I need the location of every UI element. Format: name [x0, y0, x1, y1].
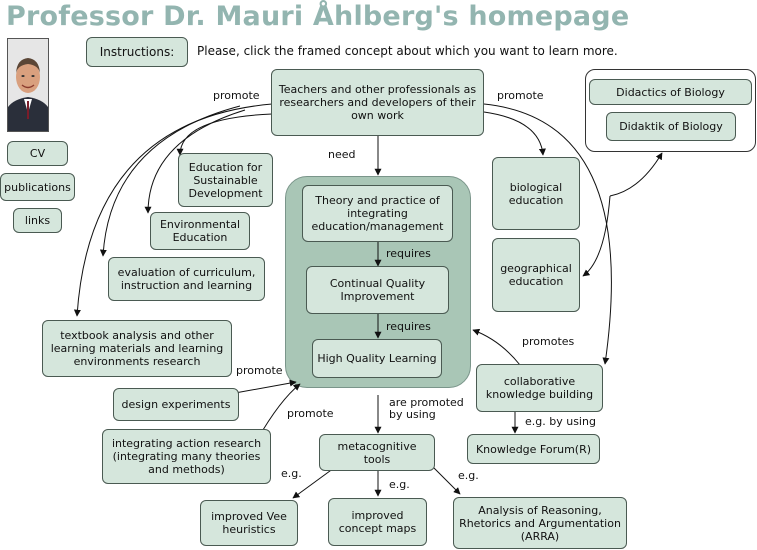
label-requires-2: requires — [386, 320, 431, 333]
node-knowledge-forum[interactable]: Knowledge Forum(R) — [467, 434, 600, 464]
node-metacognitive-tools[interactable]: metacognitive tools — [319, 434, 435, 471]
node-design-experiments[interactable]: design experiments — [113, 388, 239, 421]
label-promote-left: promote — [213, 89, 260, 102]
page-title: Professor Dr. Mauri Åhlberg's homepage — [6, 1, 630, 32]
node-didactics-biology[interactable]: Didactics of Biology — [589, 79, 752, 105]
node-biological-education[interactable]: biological education — [492, 157, 580, 230]
node-arra[interactable]: Analysis of Reasoning, Rhetorics and Arg… — [453, 497, 627, 549]
label-promote-right: promote — [497, 89, 544, 102]
node-teachers[interactable]: Teachers and other professionals as rese… — [271, 69, 484, 136]
label-promote-design: promote — [236, 364, 283, 377]
instructions-button[interactable]: Instructions: — [86, 37, 188, 67]
label-need: need — [328, 148, 356, 161]
node-action-research[interactable]: integrating action research (integrating… — [102, 429, 271, 484]
node-geographical-education[interactable]: geographical education — [492, 238, 580, 312]
label-eg-1: e.g. — [281, 467, 302, 480]
node-collaborative-knowledge[interactable]: collaborative knowledge building — [476, 364, 603, 412]
node-esd[interactable]: Education for Sustainable Development — [178, 153, 273, 207]
instructions-text: Please, click the framed concept about w… — [197, 44, 618, 58]
node-concept-maps[interactable]: improved concept maps — [328, 498, 427, 546]
node-cqi[interactable]: Continual Quality Improvement — [306, 266, 449, 314]
label-eg-by-using: e.g. by using — [525, 415, 596, 428]
label-promote-action: promote — [287, 407, 334, 420]
node-textbook-analysis[interactable]: textbook analysis and other learning mat… — [42, 320, 232, 377]
label-eg-2: e.g. — [389, 478, 410, 491]
node-high-quality-learning[interactable]: High Quality Learning — [312, 339, 442, 378]
node-evaluation[interactable]: evaluation of curriculum, instruction an… — [108, 257, 265, 301]
sidebar-link-cv[interactable]: CV — [7, 141, 68, 166]
profile-photo — [7, 38, 49, 132]
label-requires-1: requires — [386, 247, 431, 260]
node-theory-practice[interactable]: Theory and practice of integrating educa… — [302, 185, 453, 242]
sidebar-link-publications[interactable]: publications — [0, 173, 75, 201]
label-promotes: promotes — [522, 335, 575, 348]
label-eg-3: e.g. — [458, 469, 479, 482]
node-environmental-education[interactable]: Environmental Education — [150, 212, 250, 250]
sidebar-link-links[interactable]: links — [13, 208, 62, 233]
node-vee-heuristics[interactable]: improved Vee heuristics — [200, 500, 298, 546]
node-didaktik-biology[interactable]: Didaktik of Biology — [606, 112, 736, 141]
label-are-promoted: are promoted by using — [389, 396, 464, 421]
